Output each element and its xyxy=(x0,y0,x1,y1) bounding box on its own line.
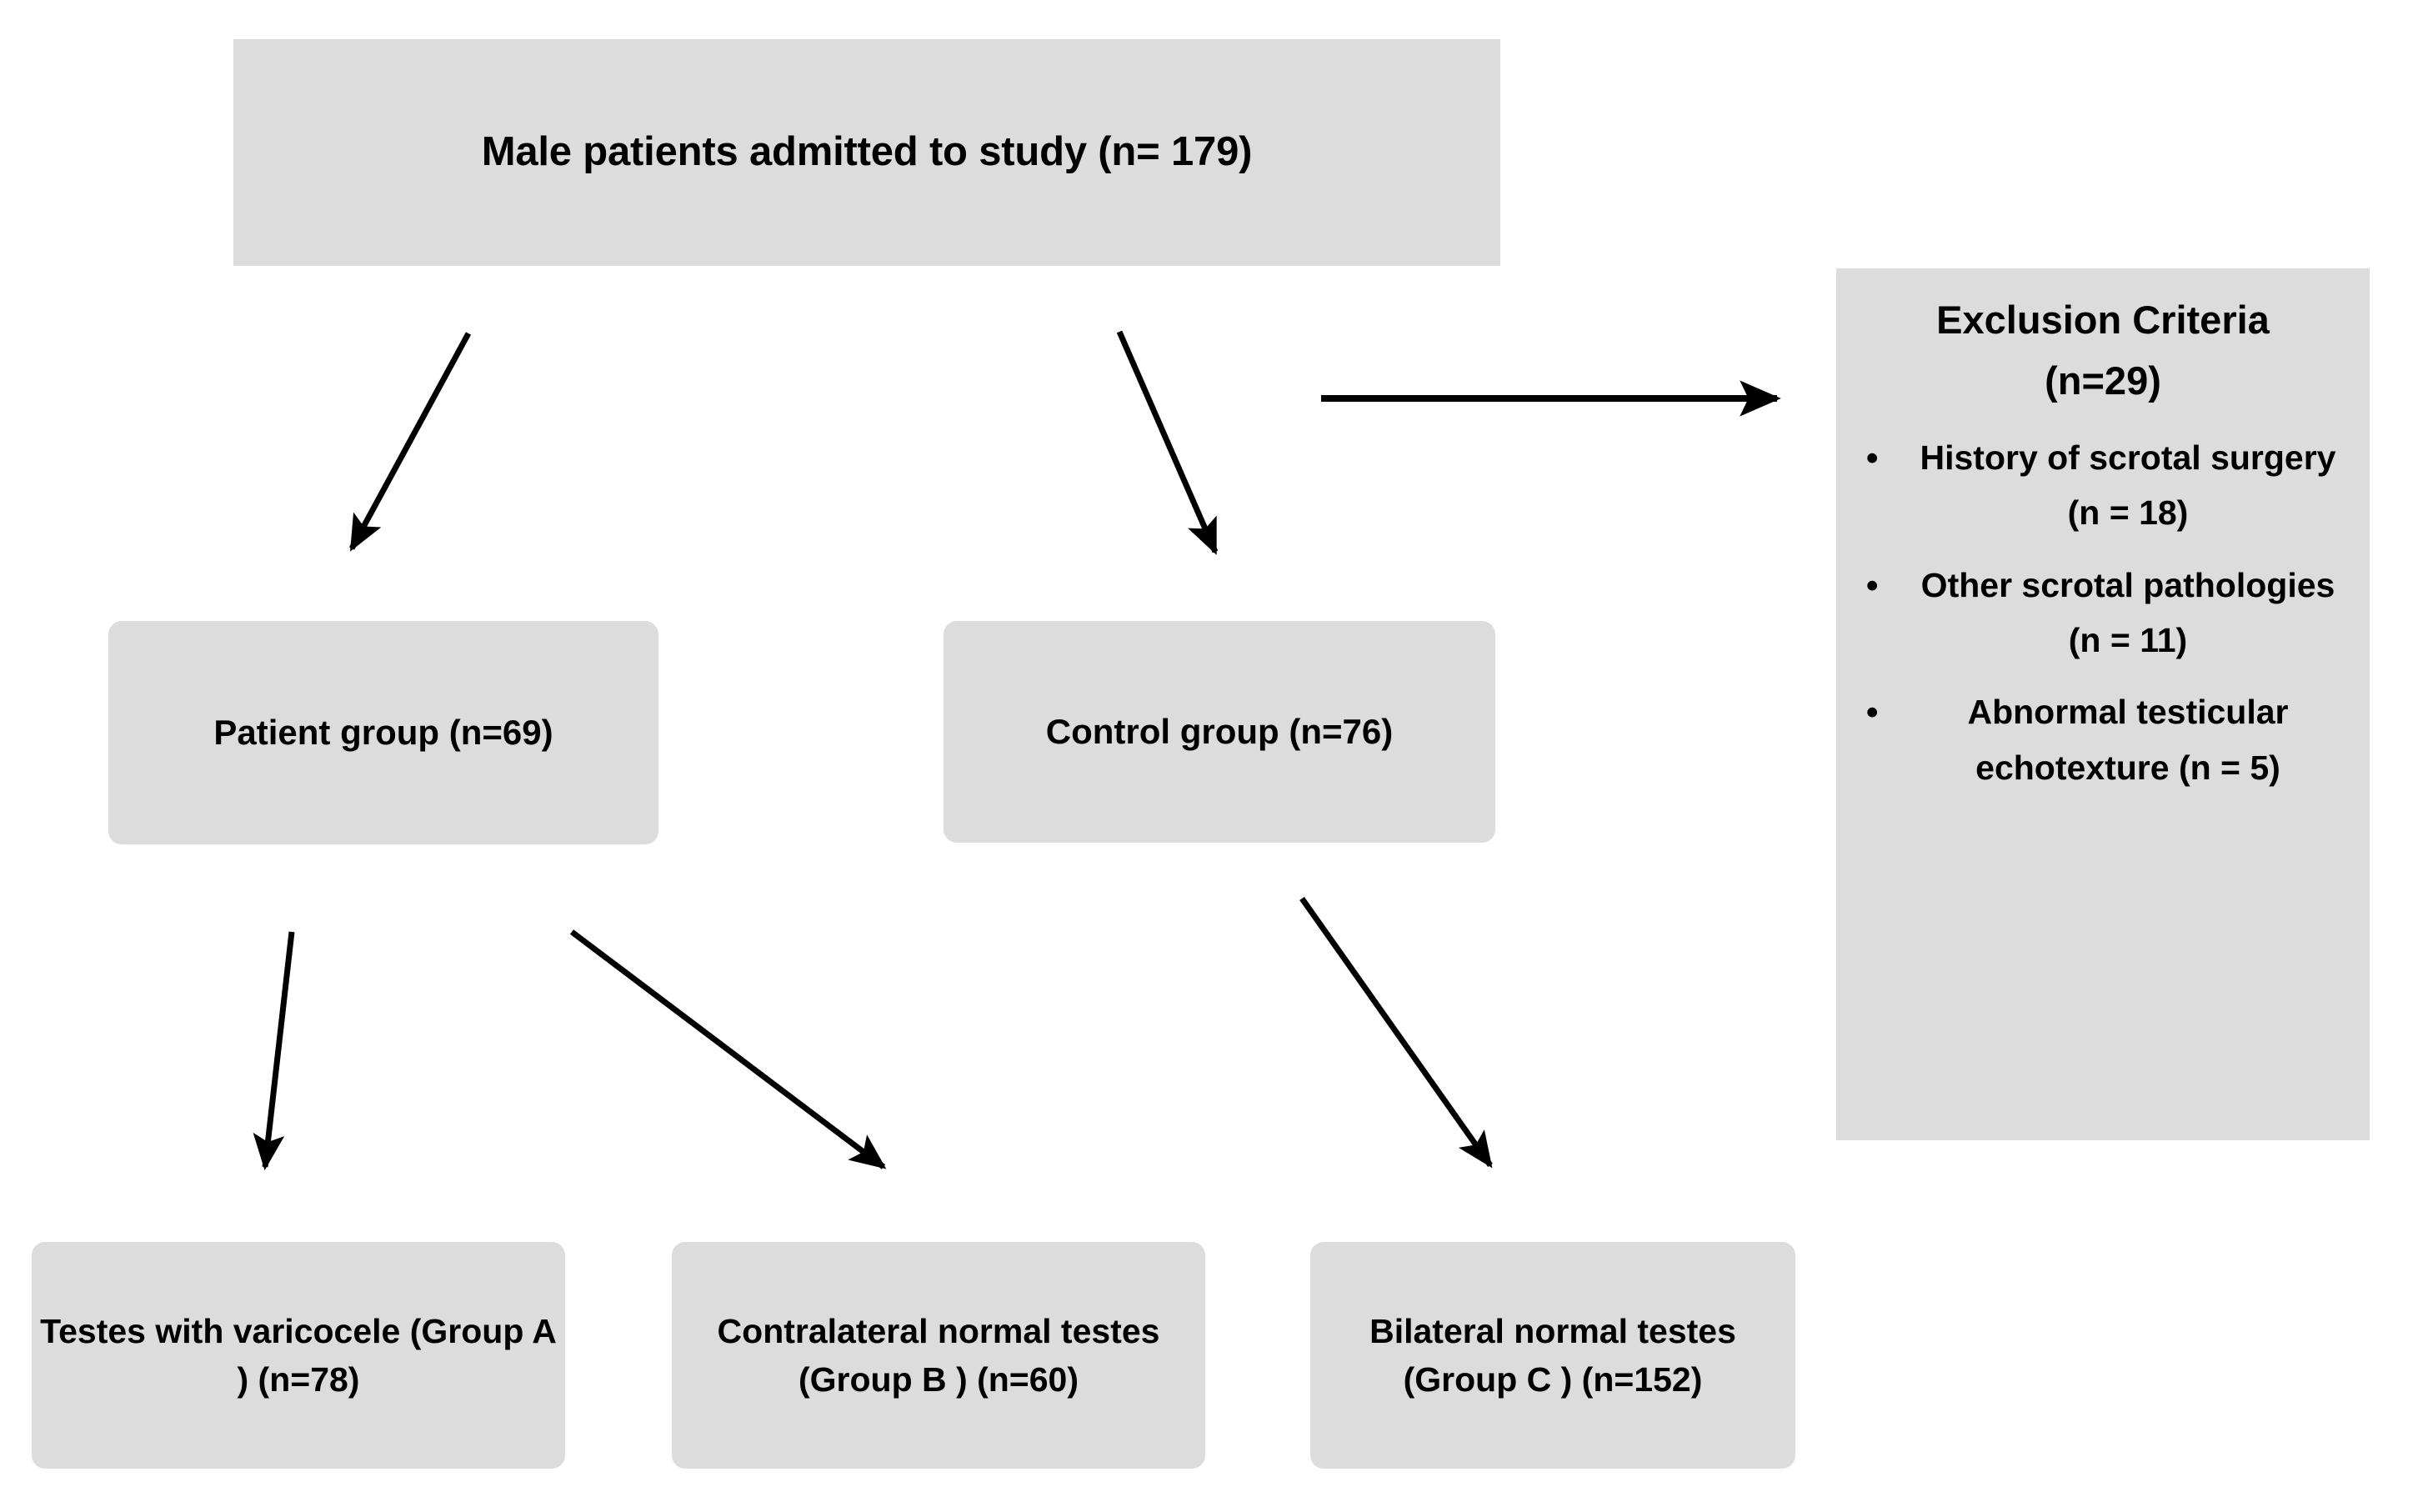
arrow-top-to-patient-group xyxy=(348,332,472,552)
exclusion-title-line1: Exclusion Criteria xyxy=(1936,298,2270,342)
node-label: Contralateral normal testes (Group B ) (… xyxy=(717,1311,1160,1399)
node-male-patients-admitted: Male patients admitted to study (n= 179) xyxy=(233,39,1500,266)
node-label: Male patients admitted to study (n= 179) xyxy=(481,129,1253,175)
node-group-c-bilateral-normal-testes: Bilateral normal testes (Group C ) (n=15… xyxy=(1310,1242,1795,1469)
arrow-patient-group-to-group-a xyxy=(253,931,295,1171)
node-group-a-testes-with-varicocele: Testes with varicocele (Group A ) (n=78) xyxy=(32,1242,565,1469)
node-label: Patient group (n=69) xyxy=(213,713,553,753)
node-patient-group: Patient group (n=69) xyxy=(108,621,658,844)
node-exclusion-criteria: Exclusion Criteria (n=29) History of scr… xyxy=(1836,268,2370,1140)
node-label: Control group (n=76) xyxy=(1045,712,1394,752)
exclusion-item: Abnormal testicular echotexture (n = 5) xyxy=(1866,684,2355,795)
node-label: Testes with varicocele (Group A ) (n=78) xyxy=(40,1311,557,1399)
arrow-patient-group-to-group-b xyxy=(569,929,887,1169)
exclusion-criteria-list: History of scrotal surgery (n = 18) Othe… xyxy=(1851,430,2355,795)
arrow-top-to-control-group xyxy=(1116,330,1219,555)
arrow-control-group-to-group-c xyxy=(1299,896,1493,1169)
node-label: Bilateral normal testes (Group C ) (n=15… xyxy=(1369,1311,1736,1399)
exclusion-title-line2: (n=29) xyxy=(2045,358,2161,403)
exclusion-item: Other scrotal pathologies (n = 11) xyxy=(1866,558,2355,668)
exclusion-item: History of scrotal surgery (n = 18) xyxy=(1866,430,2355,541)
node-control-group: Control group (n=76) xyxy=(944,621,1495,843)
node-group-b-contralateral-normal-testes: Contralateral normal testes (Group B ) (… xyxy=(672,1242,1205,1469)
